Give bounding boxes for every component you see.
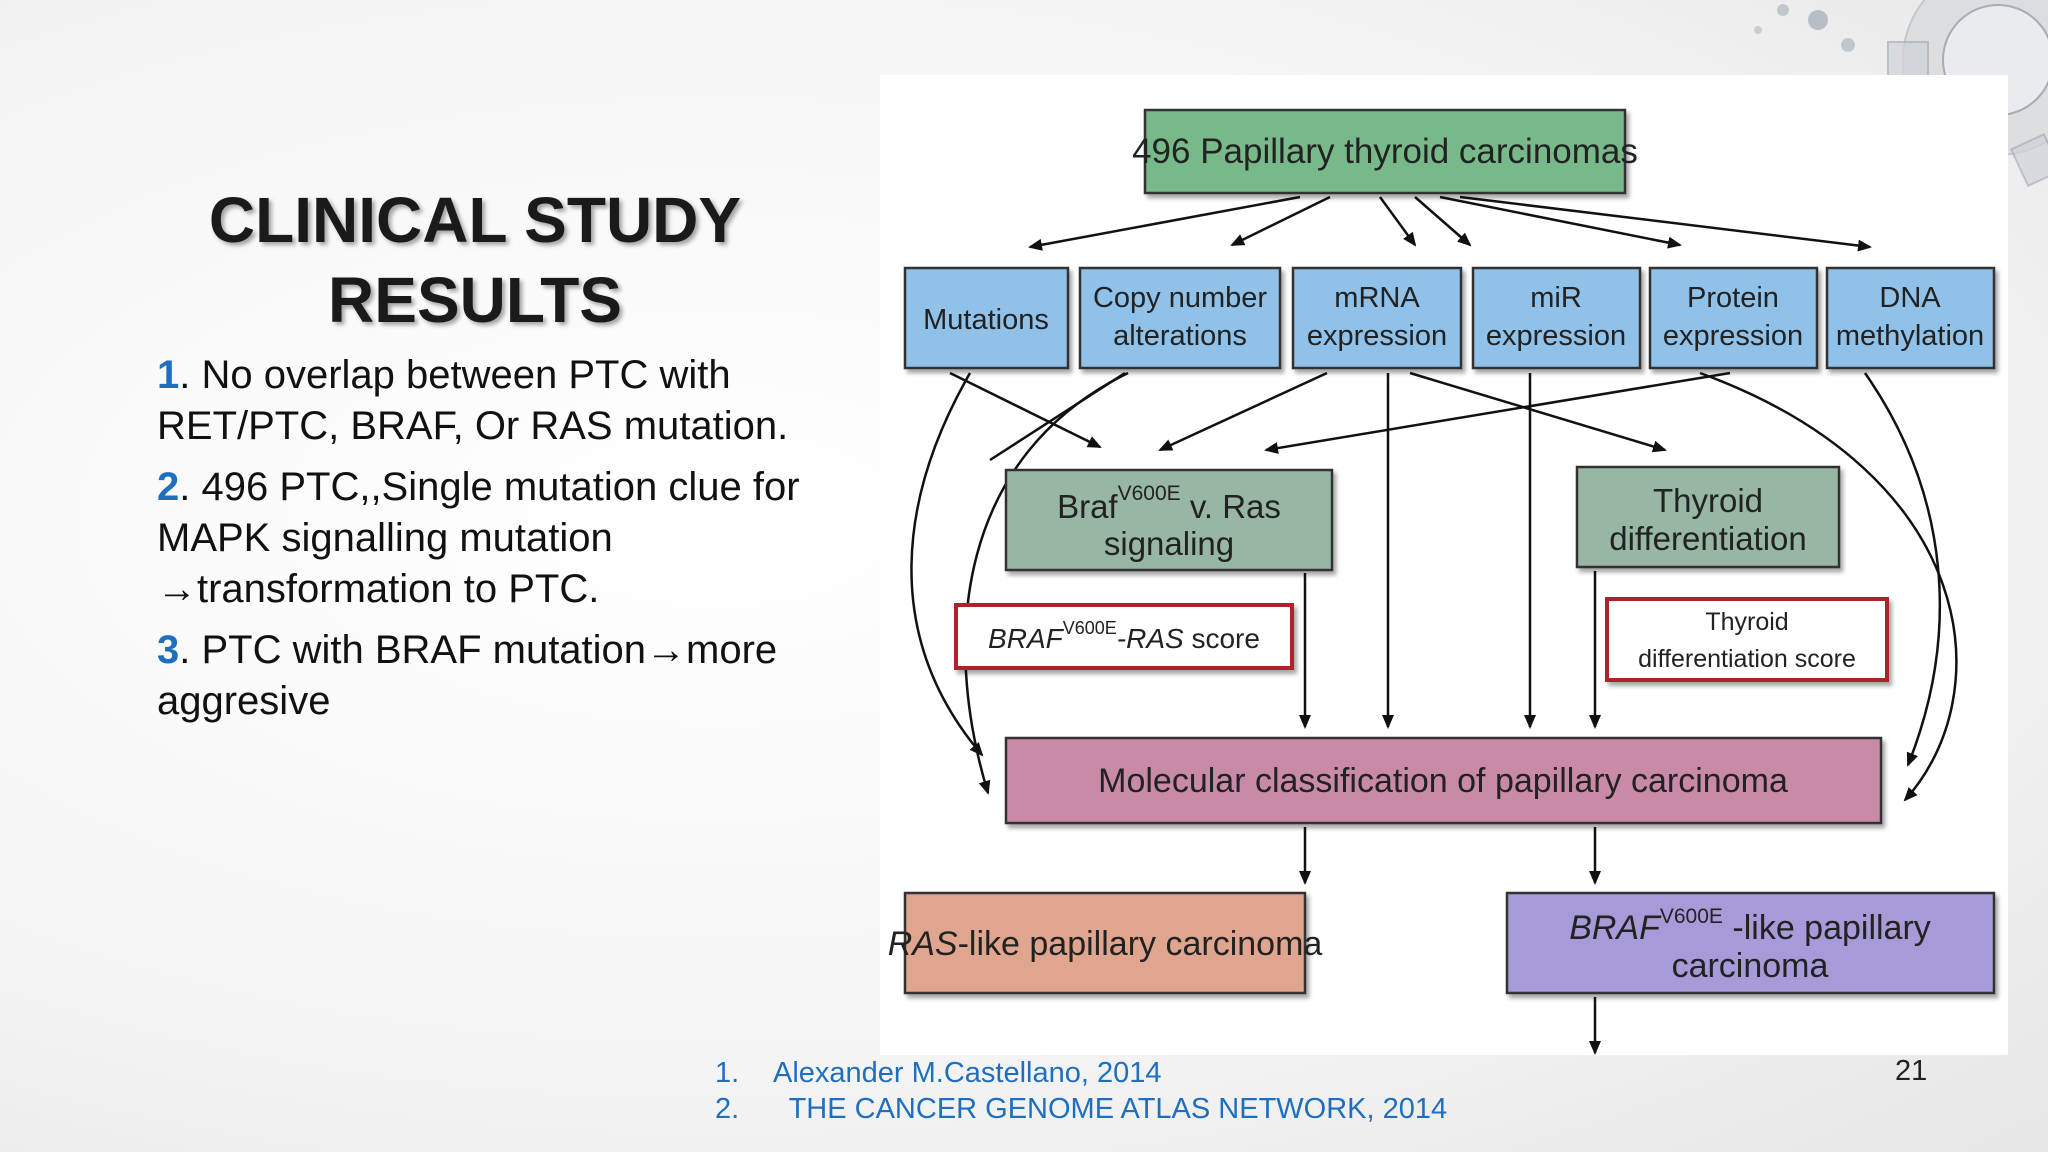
top-box-label: 496 Papillary thyroid carcinomas xyxy=(1132,132,1638,171)
platform-label: expression xyxy=(1486,320,1626,352)
platform-label: expression xyxy=(1663,320,1803,352)
braf-like-label: BRAFV600E -like papillary xyxy=(1569,905,1931,947)
thyroid-differentiation-label: Thyroid xyxy=(1653,482,1763,519)
platform-label: Mutations xyxy=(923,304,1049,336)
title-line: CLINICAL STUDY xyxy=(208,184,742,256)
reference-text: THE CANCER GENOME ATLAS NETWORK, 2014 xyxy=(773,1093,1448,1125)
thyroid-differentiation-label: differentiation xyxy=(1609,520,1807,557)
platform-label: methylation xyxy=(1836,320,1984,352)
platform-label: expression xyxy=(1307,320,1447,352)
point-text: . No overlap between PTC with RET/PTC, B… xyxy=(157,353,789,448)
classification-label: Molecular classification of papillary ca… xyxy=(1098,762,1788,800)
platform-label: Copy number xyxy=(1093,282,1267,314)
thyroid-score-box xyxy=(1605,597,1889,682)
slide-title: CLINICAL STUDY RESULTS xyxy=(140,180,810,340)
ras-like-box xyxy=(903,891,1307,995)
platform-label: miR xyxy=(1530,282,1582,314)
reference-text: Alexander M.Castellano, 2014 xyxy=(773,1057,1162,1089)
braf-signaling-label: BrafV600E v. Ras xyxy=(1057,482,1281,525)
braf-signaling-label: signaling xyxy=(1104,525,1234,562)
platform-box xyxy=(1471,266,1642,370)
result-point: 3. PTC with BRAF mutation→more aggresive xyxy=(157,625,807,727)
platform-label: Protein xyxy=(1687,282,1779,314)
top-box xyxy=(1143,108,1627,195)
platform-box xyxy=(1648,266,1819,370)
point-text: . PTC with BRAF mutation→more aggresive xyxy=(157,628,778,723)
slide-number: 21 xyxy=(1895,1055,1928,1087)
platform-arrows xyxy=(910,371,1958,802)
platform-label: DNA xyxy=(1879,282,1941,314)
thyroid-score-label: Thyroid xyxy=(1705,608,1788,636)
flowchart: 496 Papillary thyroid carcinomas Mutatio… xyxy=(888,108,1996,1055)
flowchart-panel: 496 Papillary thyroid carcinomas Mutatio… xyxy=(880,75,2008,1055)
reference-item: 2. THE CANCER GENOME ATLAS NETWORK, 2014 xyxy=(715,1091,1447,1127)
top-arrows xyxy=(1028,195,1872,252)
point-number: 2 xyxy=(157,465,180,509)
platform-row: Mutations Copy number alterations mRNA e… xyxy=(903,266,1996,370)
results-list: 1. No overlap between PTC with RET/PTC, … xyxy=(157,350,807,737)
ras-like-label: RAS-like papillary carcinoma xyxy=(888,925,1323,963)
braf-signaling-box xyxy=(1004,468,1334,572)
braf-like-box xyxy=(1505,891,1996,995)
references: 1. Alexander M.Castellano, 2014 2. THE CA… xyxy=(715,1055,1447,1127)
reference-item: 1. Alexander M.Castellano, 2014 xyxy=(715,1055,1447,1091)
platform-box xyxy=(903,266,1070,370)
result-point: 2. 496 PTC,,Single mutation clue for MAP… xyxy=(157,462,807,615)
platform-box xyxy=(1825,266,1996,370)
result-arrows xyxy=(1299,827,1601,1055)
reference-number: 2. xyxy=(715,1093,740,1125)
braf-ras-score-box xyxy=(954,603,1294,670)
braf-ras-score-label: BRAFV600E-RAS score xyxy=(988,618,1260,654)
platform-label: mRNA xyxy=(1334,282,1420,314)
middle-arrows xyxy=(1299,571,1601,729)
classification-box xyxy=(1004,736,1883,825)
platform-box xyxy=(1078,266,1282,370)
thyroid-score-label: differentiation score xyxy=(1638,645,1856,673)
point-number: 3 xyxy=(157,628,180,672)
thyroid-differentiation-box xyxy=(1575,465,1841,569)
platform-box xyxy=(1291,266,1463,370)
title-line: RESULTS xyxy=(328,264,622,336)
point-number: 1 xyxy=(157,353,180,397)
point-text: . 496 PTC,,Single mutation clue for MAPK… xyxy=(157,465,800,611)
braf-like-label: carcinoma xyxy=(1672,947,1829,985)
platform-label: alterations xyxy=(1113,320,1247,352)
result-point: 1. No overlap between PTC with RET/PTC, … xyxy=(157,350,807,452)
reference-number: 1. xyxy=(715,1057,740,1089)
